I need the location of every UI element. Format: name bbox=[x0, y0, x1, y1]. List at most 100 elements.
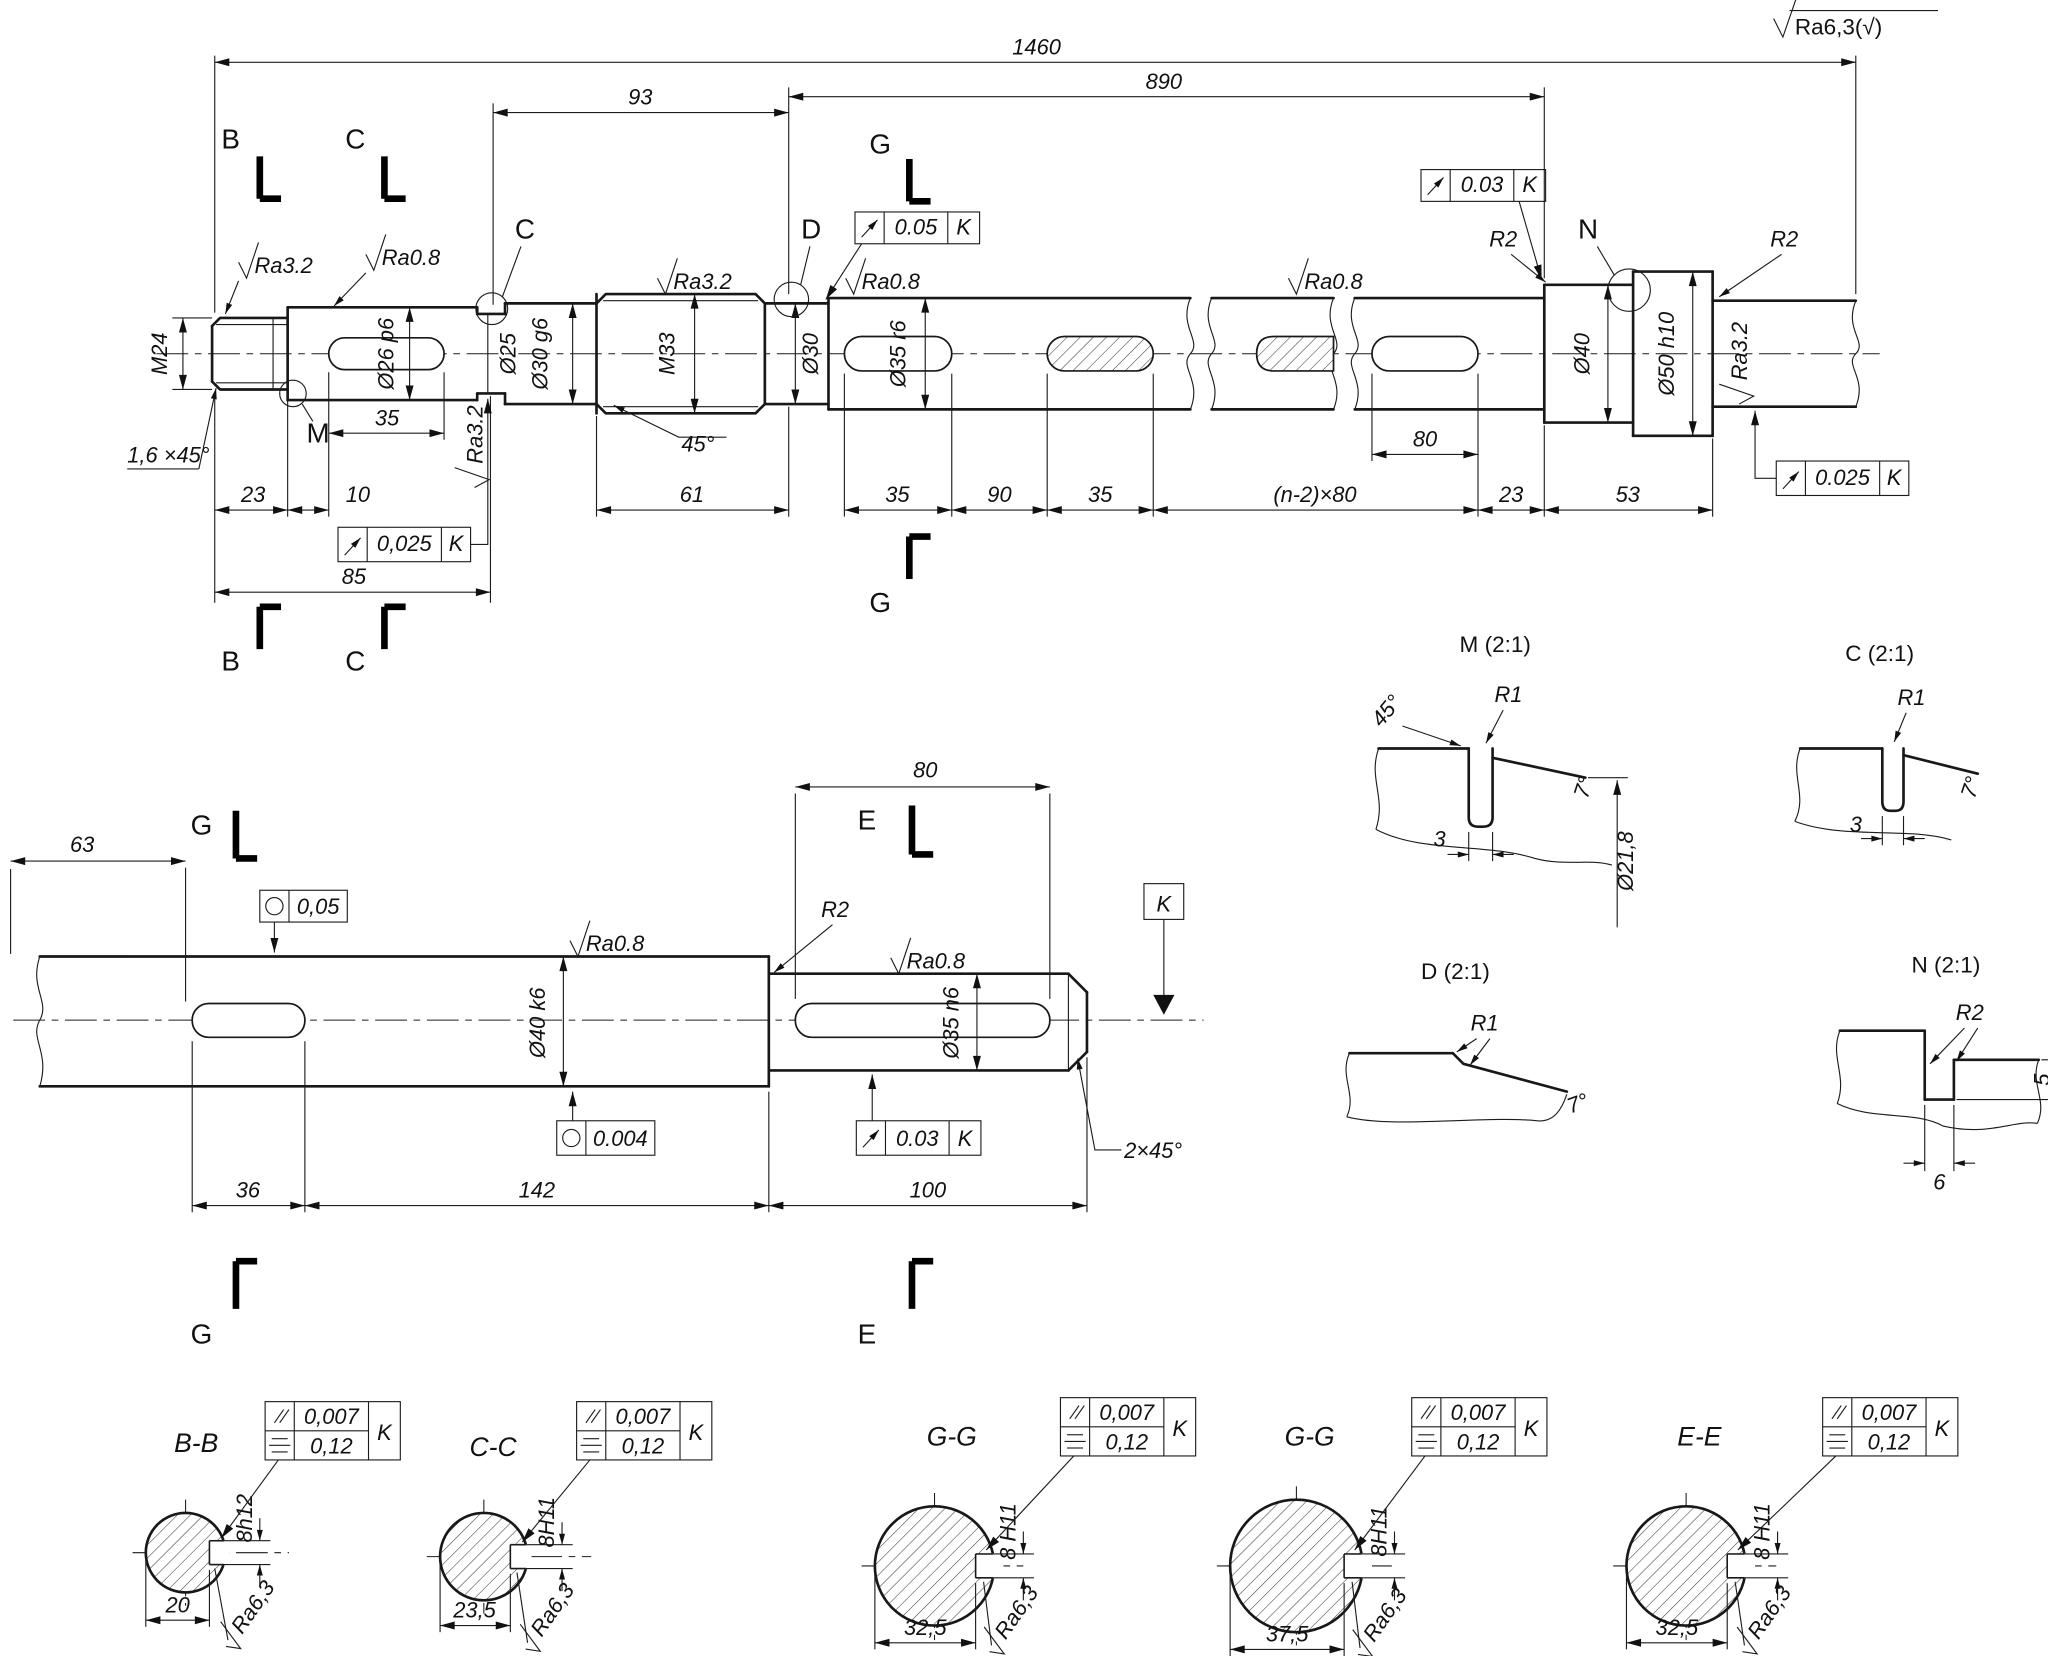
tolerance-value: 0,12 bbox=[1105, 1429, 1148, 1454]
detail-letter-c: C bbox=[515, 213, 535, 244]
section-letter-c: C bbox=[345, 123, 365, 154]
dim-90: 90 bbox=[987, 482, 1011, 507]
dim-3: 3 bbox=[1433, 827, 1445, 852]
tolerance-value: 0,12 bbox=[622, 1433, 665, 1458]
section-letter-b: B bbox=[221, 123, 240, 154]
detail-view-n: N (2:1) R2 5 6 bbox=[1835, 952, 2048, 1195]
second-view: 63 80 36 142 100 2×45° R2 Ø40 k6 Ø35 n6 … bbox=[10, 758, 1204, 1349]
datum-ref: K bbox=[377, 1420, 393, 1445]
dim-80: 80 bbox=[913, 758, 937, 783]
dia-50h10: Ø50 h10 bbox=[1654, 312, 1679, 397]
dim-142: 142 bbox=[519, 1178, 555, 1203]
tolerance-frame-runout-0025-left: 0,025 K bbox=[337, 398, 492, 563]
ra08-a: Ra0.8 bbox=[382, 245, 441, 270]
runout-icon bbox=[1782, 471, 1800, 490]
tolerance-frame: 0,007 0,12 K bbox=[1354, 1397, 1548, 1551]
main-tolerance-frames: 0.05 K 0.03 K 0,025 K 0.025 K bbox=[337, 169, 1910, 563]
ra08-left: Ra0.8 bbox=[586, 931, 645, 956]
runout-icon bbox=[1427, 177, 1444, 196]
chamfer-2x45: 2×45° bbox=[1123, 1138, 1182, 1163]
roughness-icon bbox=[1352, 1629, 1374, 1656]
datum-ref: K bbox=[449, 531, 465, 556]
general-roughness-label: Ra6,3(√) bbox=[1795, 14, 1882, 39]
parallelism-icon bbox=[1420, 1405, 1437, 1420]
tolerance-value: 0,05 bbox=[297, 894, 340, 919]
r2-label: R2 bbox=[1956, 1000, 1984, 1025]
tolerance-value: 0,12 bbox=[1868, 1429, 1911, 1454]
section-letter-c: C bbox=[345, 645, 365, 676]
tolerance-frame: 0,007 0,12 K bbox=[521, 1401, 713, 1543]
section-letter-e: E bbox=[858, 804, 877, 835]
dim-36: 36 bbox=[236, 1178, 261, 1203]
roughness-icon bbox=[983, 1626, 1006, 1655]
ra08-b: Ra0.8 bbox=[862, 269, 921, 294]
symmetry-icon bbox=[1415, 1434, 1437, 1449]
runout-icon bbox=[344, 537, 361, 556]
tolerance-value: 0,12 bbox=[1457, 1429, 1500, 1454]
dim-80: 80 bbox=[1413, 426, 1437, 451]
dia-m33: M33 bbox=[655, 332, 680, 375]
section-letter-g: G bbox=[191, 1318, 213, 1349]
datum-ref: K bbox=[689, 1420, 705, 1445]
runout-icon bbox=[862, 1129, 880, 1148]
section-view-ee: E-E 8 H11 32,5 Ra6,3 0,007 0,12 K bbox=[1613, 1397, 1959, 1655]
tolerance-frame-circularity-005: 0,05 bbox=[259, 889, 348, 953]
roughness-icon bbox=[890, 937, 912, 976]
roughness-icon bbox=[1736, 1626, 1759, 1655]
ra63-group: Ra6,3 bbox=[519, 1578, 579, 1653]
keyway-dim: 8 H11 bbox=[1750, 1503, 1775, 1560]
datum-ref: K bbox=[958, 1126, 974, 1151]
dia-218-label: Ø21,8 bbox=[1613, 831, 1638, 892]
circularity-icon bbox=[265, 896, 284, 916]
dim-5: 5 bbox=[2029, 1073, 2048, 1086]
main-diameter-labels: M24 Ø26 p6 Ø25 Ø30 g6 M33 Ø30 Ø35 r6 Ø40… bbox=[147, 271, 1697, 436]
section-title: C-C bbox=[470, 1432, 518, 1462]
dim-23b: 23 bbox=[1498, 482, 1523, 507]
dia-25: Ø25 bbox=[496, 332, 521, 375]
tolerance-frame: 0,007 0,12 K bbox=[220, 1401, 401, 1539]
datum-ref: K bbox=[1522, 172, 1538, 197]
second-roughness-labels: Ra0.8 Ra0.8 bbox=[569, 920, 966, 976]
second-shaft-outline bbox=[36, 955, 1089, 1088]
ra32-right-group: Ra3.2 bbox=[1719, 322, 1756, 405]
detail-title: D (2:1) bbox=[1421, 959, 1490, 984]
dim-6: 6 bbox=[1933, 1170, 1946, 1195]
roughness-icon bbox=[238, 242, 260, 280]
second-dimensions: 63 80 36 142 100 2×45° R2 bbox=[10, 758, 1182, 1213]
datum-ref: K bbox=[956, 214, 972, 239]
detail-letter-m: M bbox=[307, 417, 330, 448]
ra32-neck-group: Ra3.2 bbox=[454, 405, 491, 489]
section-view-cc: C-C 8H11 23,5 Ra6,3 0,007 0,12 K bbox=[426, 1401, 713, 1653]
dia-35n6: Ø35 n6 bbox=[938, 986, 963, 1060]
tolerance-frame-runout-003: 0.03 K bbox=[855, 1074, 982, 1156]
r2-right-label: R2 bbox=[1770, 226, 1798, 251]
dim-23a: 23 bbox=[240, 482, 265, 507]
chamfer-note: 1,6 ×45° bbox=[127, 442, 210, 467]
section-title: G-G bbox=[1285, 1421, 1335, 1451]
dia-40: Ø40 bbox=[1569, 333, 1594, 375]
keyway-dim: 8H11 bbox=[1367, 1506, 1392, 1557]
section-letter-g: G bbox=[191, 810, 213, 841]
dim-100: 100 bbox=[910, 1178, 946, 1203]
ra32-a: Ra3.2 bbox=[255, 253, 313, 278]
tolerance-value: 0,007 bbox=[1099, 1400, 1155, 1425]
detail-circle-d bbox=[773, 281, 810, 318]
main-section-markers: B C G B C G bbox=[221, 123, 931, 676]
tolerance-value: 0,12 bbox=[310, 1433, 353, 1458]
parallelism-icon bbox=[1831, 1405, 1847, 1420]
symmetry-icon bbox=[580, 1438, 602, 1453]
keyway-slot bbox=[191, 1002, 306, 1039]
dim-63: 63 bbox=[70, 832, 94, 857]
r1-label: R1 bbox=[1495, 682, 1523, 707]
ra32-neck: Ra3.2 bbox=[463, 405, 488, 463]
general-roughness-note: Ra6,3(√) bbox=[1773, 0, 1938, 39]
section-title: G-G bbox=[927, 1421, 977, 1451]
ra08-c: Ra0.8 bbox=[1304, 269, 1363, 294]
detail-view-d: D (2:1) R1 7° bbox=[1345, 959, 1592, 1123]
parallelism-icon bbox=[273, 1409, 290, 1424]
ra63-label: Ra6,3 bbox=[989, 1581, 1043, 1643]
keyway-slot bbox=[1371, 335, 1479, 372]
symmetry-icon bbox=[269, 1438, 291, 1453]
main-roughness-labels: Ra3.2 Ra0.8 Ra3.2 Ra0.8 Ra0.8 Ra3.2 Ra3.… bbox=[224, 234, 1756, 489]
